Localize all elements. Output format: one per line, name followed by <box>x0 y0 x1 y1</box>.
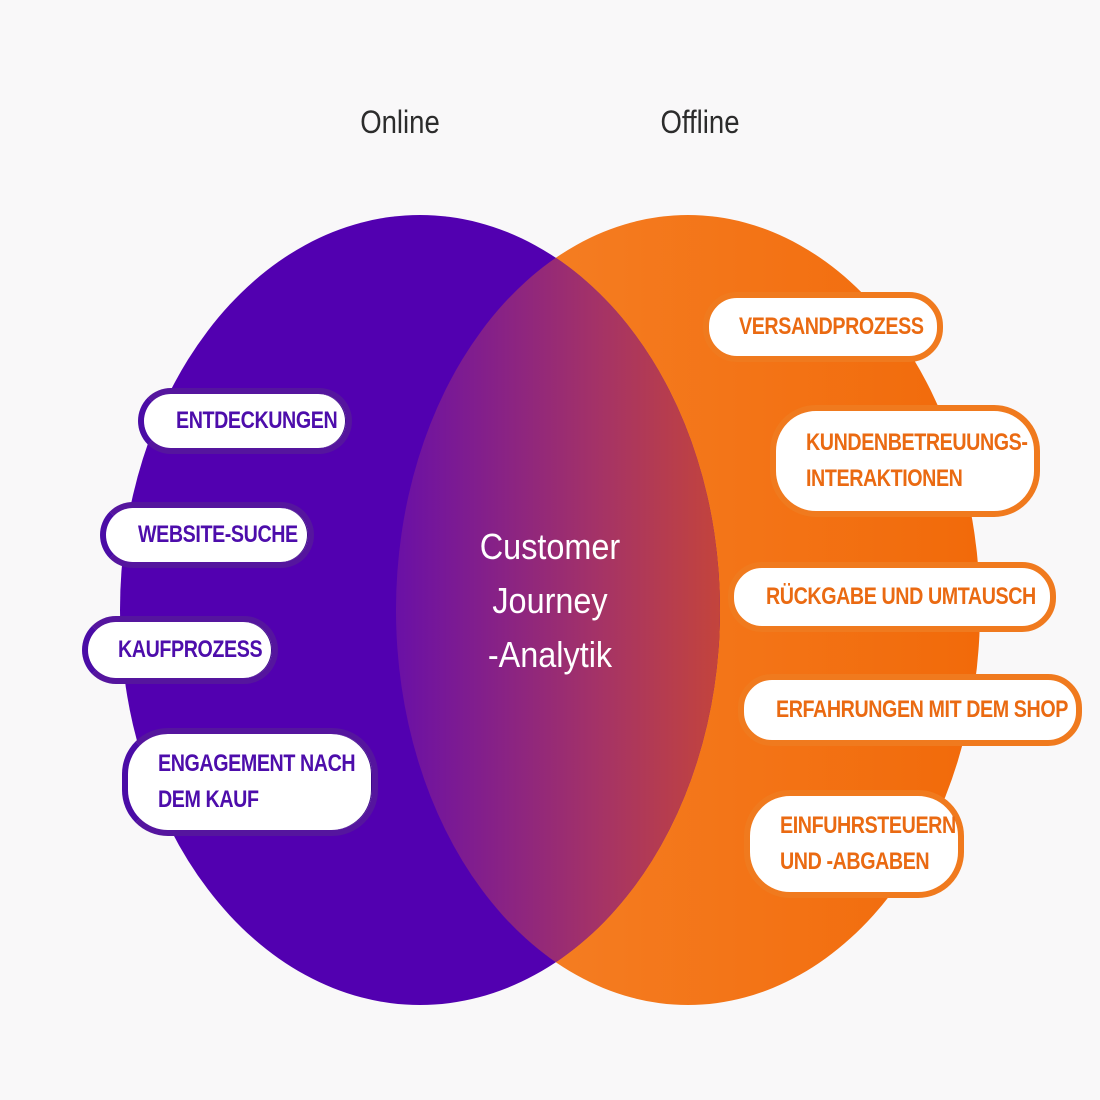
offline-item-versandprozess: VERSANDPROZESS <box>703 292 943 362</box>
offline-title: Offline <box>660 104 740 140</box>
online-title: Online <box>360 104 440 140</box>
online-item-website-suche: WEBSITE-SUCHE <box>100 502 314 568</box>
intersection-label-line: -Analytik <box>487 634 613 675</box>
offline-item-einfuhrsteuern-und-abgaben: EINFUHRSTEUERN UND -ABGABEN <box>744 790 964 898</box>
online-item-entdeckungen: ENTDECKUNGEN <box>138 388 352 454</box>
online-item-kaufprozess: KAUFPROZESS <box>82 616 278 684</box>
offline-item-label: UND -ABGABEN <box>780 848 930 875</box>
offline-item-rueckgabe-und-umtausch: RÜCKGABE UND UMTAUSCH <box>728 562 1056 632</box>
intersection-label-line: Journey <box>492 580 608 621</box>
online-item-label: DEM KAUF <box>158 786 259 813</box>
online-item-label: KAUFPROZESS <box>118 636 263 663</box>
offline-item-label: ERFAHRUNGEN MIT DEM SHOP <box>776 696 1068 723</box>
offline-item-label: INTERAKTIONEN <box>806 465 963 492</box>
online-item-label: WEBSITE-SUCHE <box>138 521 298 548</box>
offline-item-erfahrungen-mit-dem-shop: ERFAHRUNGEN MIT DEM SHOP <box>738 674 1082 746</box>
intersection-area <box>396 215 720 1005</box>
intersection-label-line: Customer <box>479 526 621 567</box>
offline-item-label: EINFUHRSTEUERN <box>780 812 956 839</box>
online-item-label: ENTDECKUNGEN <box>176 407 338 434</box>
online-item-engagement-nach-dem-kauf: ENGAGEMENT NACH DEM KAUF <box>122 728 378 836</box>
offline-item-label: VERSANDPROZESS <box>739 313 924 340</box>
offline-item-label: KUNDENBETREUUNGS- <box>806 429 1028 456</box>
offline-item-kundenbetreuungs-interaktionen: KUNDENBETREUUNGS- INTERAKTIONEN <box>770 405 1040 517</box>
online-item-label: ENGAGEMENT NACH <box>158 750 356 777</box>
offline-item-label: RÜCKGABE UND UMTAUSCH <box>766 583 1036 610</box>
intersection-label: Customer Journey -Analytik <box>442 520 658 682</box>
